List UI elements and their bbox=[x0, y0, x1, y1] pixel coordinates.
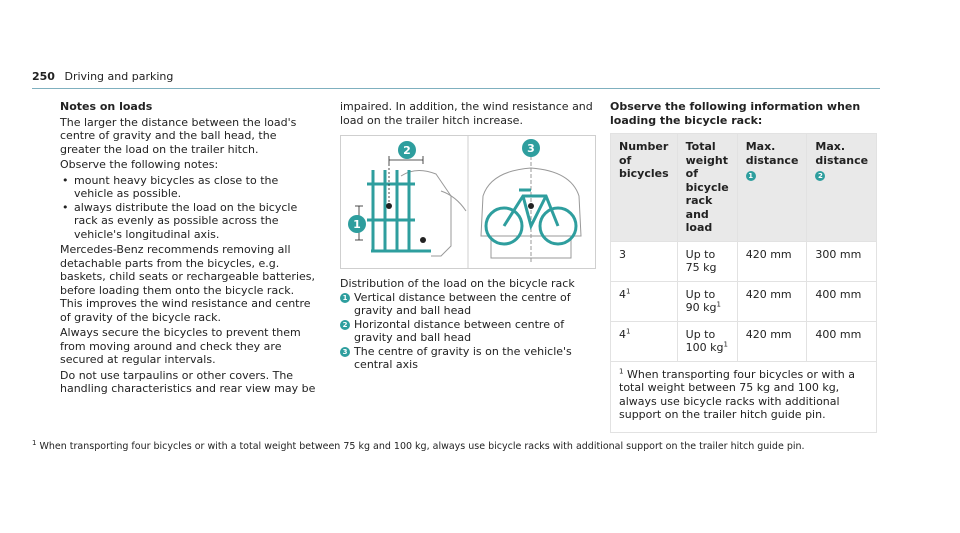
legend-badge-1: 1 bbox=[340, 292, 350, 303]
header-badge-1: 1 bbox=[745, 171, 756, 181]
table-footnote: 1 When transporting four bicycles or wit… bbox=[609, 360, 878, 433]
cell-number: 41 bbox=[610, 280, 678, 322]
notes-heading: Notes on loads bbox=[60, 100, 153, 113]
cell-number: 41 bbox=[610, 320, 678, 362]
page-footnote: 1 When transporting four bicycles or wit… bbox=[32, 438, 805, 454]
notes-mercedes-paragraph: Mercedes-Benz recommends removing all de… bbox=[60, 243, 315, 324]
callout-1 bbox=[348, 215, 366, 233]
bicycle-rack-figure: 1 2 3 bbox=[340, 135, 596, 269]
notes-covers-continuation: impaired. In addition, the wind resistan… bbox=[340, 100, 593, 127]
cell-distance-1: 420 mm bbox=[736, 320, 808, 362]
legend-text: Vertical distance between the centre of … bbox=[354, 290, 571, 318]
side-view-bikes bbox=[367, 170, 431, 253]
cell-weight: Up to 90 kg1 bbox=[676, 280, 738, 322]
cell-number: 3 bbox=[610, 240, 678, 282]
dimension-horizontal bbox=[388, 156, 424, 206]
centre-of-gravity-rear bbox=[528, 203, 534, 209]
notes-intro: The larger the distance between the load… bbox=[60, 115, 297, 156]
page-number: 250 bbox=[32, 70, 55, 83]
footnote-mark: 1 bbox=[32, 438, 37, 447]
cell-distance-2: 400 mm bbox=[806, 320, 878, 362]
notes-secure-paragraph: Always secure the bicycles to prevent th… bbox=[60, 326, 301, 366]
callout-3 bbox=[522, 139, 540, 157]
col-header-weight: Total weight of bicycle rack and load bbox=[676, 133, 738, 242]
legend-text: Horizontal distance between centre of gr… bbox=[354, 317, 565, 345]
cell-distance-1: 420 mm bbox=[736, 240, 808, 282]
legend-item-2: 2 Horizontal distance between centre of … bbox=[340, 318, 595, 345]
cell-distance-2: 300 mm bbox=[806, 240, 878, 282]
ball-head bbox=[420, 237, 426, 243]
page-header: 250 Driving and parking bbox=[32, 70, 173, 84]
svg-text:3: 3 bbox=[527, 142, 535, 155]
header-badge-2: 2 bbox=[815, 171, 826, 181]
table-heading: Observe the following information when l… bbox=[610, 100, 861, 127]
footnote-text: When transporting four bicycles or with … bbox=[39, 441, 805, 452]
callout-2 bbox=[398, 141, 416, 159]
figure-caption: Distribution of the load on the bicycle … bbox=[340, 277, 575, 290]
cell-weight: Up to 100 kg1 bbox=[676, 320, 738, 362]
table-row: 3 Up to 75 kg 420 mm 300 mm bbox=[610, 240, 878, 282]
svg-text:1: 1 bbox=[353, 218, 361, 231]
col-header-number: Number of bicycles bbox=[610, 133, 678, 242]
legend-badge-2: 2 bbox=[340, 319, 350, 330]
load-table: Number of bicycles Total weight of bicyc… bbox=[609, 133, 878, 433]
notes-column: Notes on loads The larger the distance b… bbox=[60, 100, 320, 398]
cell-distance-2: 400 mm bbox=[806, 280, 878, 322]
col-header-distance-1: Max. distance 1 bbox=[736, 133, 808, 242]
cell-weight: Up to 75 kg bbox=[676, 240, 738, 282]
notes-covers-paragraph: Do not use tarpaulins or other covers. T… bbox=[60, 368, 316, 396]
bicycle-rack-illustration: 1 2 3 bbox=[348, 136, 582, 268]
legend-item-3: 3 The centre of gravity is on the vehicl… bbox=[340, 345, 595, 372]
legend-text: The centre of gravity is on the vehicle'… bbox=[354, 344, 572, 372]
legend-item-1: 1 Vertical distance between the centre o… bbox=[340, 291, 595, 318]
bullet-item: mount heavy bicycles as close to the veh… bbox=[60, 174, 320, 201]
svg-text:2: 2 bbox=[403, 144, 411, 157]
table-row: 41 Up to 90 kg1 420 mm 400 mm bbox=[610, 280, 878, 322]
col-header-distance-2: Max. distance 2 bbox=[806, 133, 878, 242]
table-column: Observe the following information when l… bbox=[609, 100, 878, 433]
section-title: Driving and parking bbox=[64, 70, 174, 83]
notes-observe: Observe the following notes: bbox=[60, 158, 219, 171]
legend-badge-3: 3 bbox=[340, 346, 350, 357]
header-divider bbox=[32, 88, 880, 89]
table-header-row: Number of bicycles Total weight of bicyc… bbox=[610, 133, 878, 242]
rear-view-car bbox=[480, 156, 582, 264]
table-row: 41 Up to 100 kg1 420 mm 400 mm bbox=[610, 320, 878, 362]
side-view bbox=[400, 170, 467, 257]
cell-distance-1: 420 mm bbox=[736, 280, 808, 322]
figure-column: impaired. In addition, the wind resistan… bbox=[340, 100, 596, 372]
bullet-item: always distribute the load on the bicycl… bbox=[60, 201, 320, 242]
table-footnote-row: 1 When transporting four bicycles or wit… bbox=[609, 360, 878, 433]
notes-bullet-list: mount heavy bicycles as close to the veh… bbox=[60, 174, 320, 242]
rear-view-bike bbox=[484, 188, 578, 246]
